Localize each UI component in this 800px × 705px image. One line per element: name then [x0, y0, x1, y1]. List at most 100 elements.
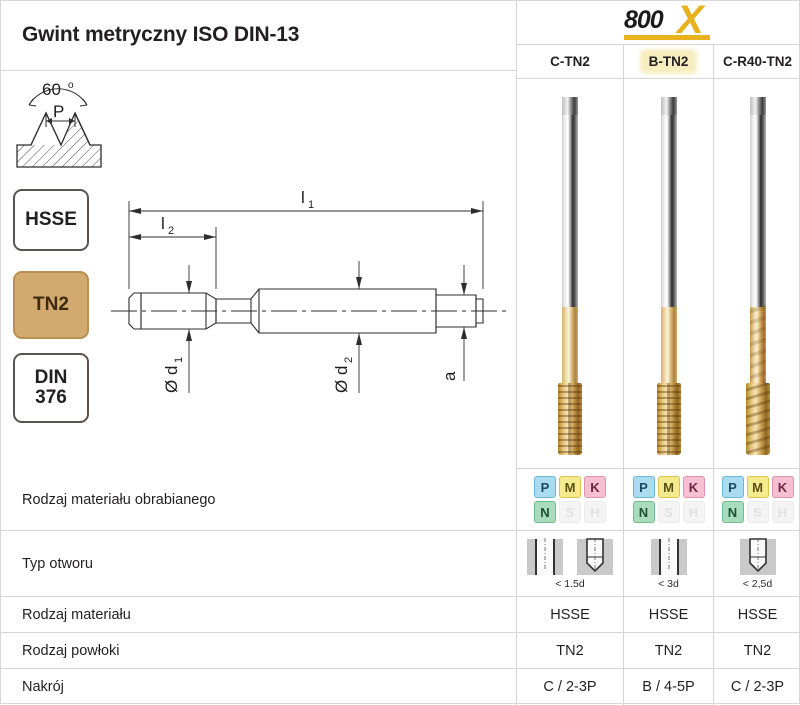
thread-ridge [656, 391, 681, 393]
chamfer-value-cell-3: C / 2-3P [713, 669, 800, 705]
coating-value: TN2 [743, 642, 772, 659]
tap-technical-drawing: l 1 l 2 Ø d 1 Ø d 2 a [111, 181, 511, 421]
hole-type-item: < 1.5d [524, 537, 616, 590]
hole-icon-group: < 3d [648, 537, 690, 590]
material-value-cell-3: HSSE [713, 597, 800, 633]
tap-thread-section [656, 383, 681, 455]
hole-type-cell-1: < 1.5d [516, 531, 623, 597]
product-photo-cell-3[interactable] [713, 79, 800, 469]
material-chip-s: S [657, 501, 680, 523]
thread-ridge [558, 385, 582, 387]
hole-icons [737, 537, 779, 577]
thread-ridge [656, 427, 681, 429]
tap-thread-section [558, 383, 582, 455]
tap-shank [749, 115, 766, 310]
thread-ridge [558, 397, 582, 399]
thread-profile-icon: 60 o P [11, 79, 107, 171]
thread-ridge [558, 427, 582, 429]
thread-ridge [656, 433, 681, 435]
coating-value: TN2 [556, 642, 584, 659]
chamfer-value-cell-2: B / 4-5P [623, 669, 713, 705]
spiral-flute-mark [749, 348, 766, 358]
coating-value-cell-3: TN2 [713, 633, 800, 669]
material-chip-s: S [559, 501, 581, 523]
thread-ridge [558, 439, 582, 441]
material-value: HSSE [648, 606, 689, 623]
through-hole-icon [650, 538, 687, 575]
thread-ridge [558, 445, 582, 447]
column-header-c-r40-tn2[interactable]: C-R40-TN2 [713, 45, 800, 79]
material-value: HSSE [737, 606, 778, 623]
thread-ridge [745, 426, 770, 437]
thread-ridge [558, 415, 582, 417]
thread-ridge [558, 433, 582, 435]
tap-b-tn2-image [652, 91, 686, 455]
material-chip-n: N [632, 501, 655, 523]
logo-x-mark: X [677, 0, 704, 42]
tap-neck [749, 304, 766, 391]
spiral-flute-mark [749, 370, 766, 380]
standard-badge: DIN 376 [13, 353, 89, 423]
tap-neck [660, 307, 677, 387]
thread-ridge [656, 445, 681, 447]
tap-flute [666, 383, 670, 455]
hole-depth-label: < 2,5d [742, 578, 773, 590]
product-photo-cell-2[interactable] [623, 79, 713, 469]
material-badge: HSSE [13, 189, 89, 251]
material-chip-h: H [682, 501, 705, 523]
profile-degree-symbol: o [68, 80, 74, 91]
column-header-c-tn2[interactable]: C-TN2 [516, 45, 623, 79]
hole-icons [648, 537, 690, 577]
coating-value-cell-2: TN2 [623, 633, 713, 669]
tap-shank [660, 115, 677, 310]
thread-ridge [745, 408, 770, 419]
tap-thread-section [745, 383, 770, 455]
spiral-flute-mark [749, 326, 766, 336]
dim-square-label: a [440, 371, 459, 381]
thread-ridge [656, 439, 681, 441]
tap-shank [562, 115, 578, 310]
dim-shank-diameter-label: Ø d [332, 366, 351, 393]
thread-ridge [745, 390, 770, 401]
material-chip-h: H [771, 501, 794, 523]
standard-badge-line1: DIN [34, 367, 68, 389]
hole-type-cell-3: < 2,5d [713, 531, 800, 597]
spiral-flute-mark [749, 359, 766, 369]
profile-pitch-label: P [53, 102, 64, 121]
hole-icons [524, 537, 616, 577]
profile-angle-label: 60 [42, 80, 61, 99]
row-label-material-type: Rodzaj materiału obrabianego [1, 469, 516, 531]
material-chip-p: P [632, 476, 655, 498]
material-chip-s: S [746, 501, 769, 523]
logo-800x: 800 X [622, 0, 742, 42]
thread-ridge [656, 421, 681, 423]
dim-thread-diameter-label: Ø d [162, 366, 181, 393]
chamfer-value-cell-1: C / 2-3P [516, 669, 623, 705]
hole-type-cell-2: < 3d [623, 531, 713, 597]
blind-hole-icon [739, 538, 776, 575]
thread-ridge [745, 399, 770, 410]
column-header-label: C-TN2 [550, 54, 590, 69]
material-chip-k: K [771, 476, 794, 498]
product-photo-cell-1[interactable] [516, 79, 623, 469]
thread-ridge [558, 403, 582, 405]
thread-ridge [745, 417, 770, 428]
tap-c-r40-tn2-image [741, 91, 775, 455]
dim-total-length-label: l [301, 188, 305, 207]
hole-depth-label: < 3d [658, 578, 679, 590]
brand-logo-cell: 800 X [516, 0, 800, 45]
dim-thread-length-sub: 2 [168, 225, 174, 237]
tap-neck [562, 307, 578, 387]
hole-type-item: < 2,5d [737, 537, 779, 590]
material-chip-m: M [657, 476, 680, 498]
material-value-cell-1: HSSE [516, 597, 623, 633]
row-label-chamfer: Nakrój [22, 679, 64, 695]
column-header-b-tn2[interactable]: B-TN2 [623, 45, 713, 79]
dim-thread-length-label: l [161, 214, 165, 233]
